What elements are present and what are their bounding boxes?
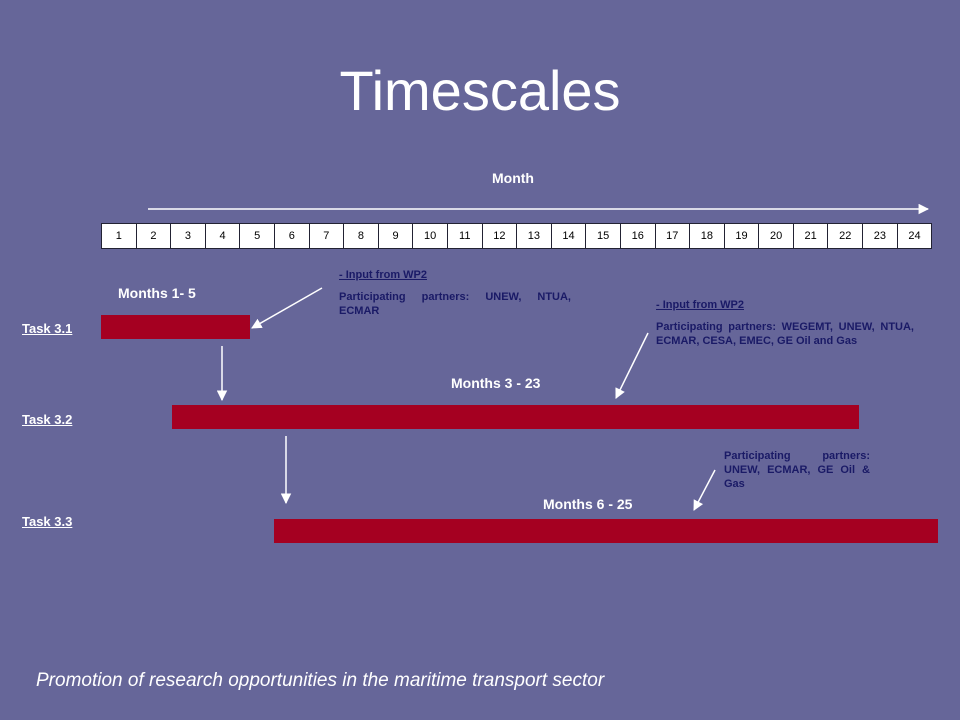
month-cell: 5 [239,223,275,249]
task-3-2-note: - Input from WP2 Participating partners:… [656,298,914,348]
month-cell: 8 [343,223,379,249]
task-3-3-bar [274,519,938,543]
task-3-1-label[interactable]: Task 3.1 [22,321,73,336]
month-cell: 10 [412,223,448,249]
task-3-2-period: Months 3 - 23 [451,375,541,391]
month-cell: 20 [758,223,794,249]
month-cell: 9 [377,223,414,249]
month-cell: 13 [516,223,552,249]
task-3-3-partners: Participating partners: UNEW, ECMAR, GE … [724,450,870,490]
footer-caption: Promotion of research opportunities in t… [36,670,605,691]
month-cell: 2 [135,223,172,249]
task-3-2-input-link[interactable]: - Input from WP2 [656,299,744,311]
month-cell: 14 [550,223,587,249]
task-3-3-period: Months 6 - 25 [543,496,633,512]
note-to-task-3-3-arrow [693,469,716,511]
month-cell: 22 [827,223,864,249]
task-3-1-input-link[interactable]: - Input from WP2 [339,269,427,281]
month-cell: 15 [585,223,621,249]
month-cell: 7 [308,223,345,249]
month-axis-label: Month [492,170,534,186]
month-cell: 16 [619,223,656,249]
task-3-3-label[interactable]: Task 3.3 [22,514,73,529]
month-cell: 24 [896,223,933,249]
note-to-task-3-1-arrow [251,287,323,329]
month-cell: 17 [654,223,691,249]
month-cell: 23 [862,223,898,249]
task-3-1-period: Months 1- 5 [118,285,196,301]
note-to-task-3-2-arrow [615,332,649,399]
task-3-2-bar [172,405,859,429]
month-cell: 4 [204,223,241,249]
task-3-2-label[interactable]: Task 3.2 [22,412,73,427]
month-cell: 21 [792,223,829,249]
task-3-1-bar [101,315,250,339]
task-3-3-note: Participating partners: UNEW, ECMAR, GE … [724,449,870,491]
month-cell: 1 [101,223,137,249]
task-3-2-partners: Participating partners: WEGEMT, UNEW, NT… [656,321,914,347]
month-cell: 3 [170,223,206,249]
month-cell: 6 [273,223,310,249]
task-3-1-note: - Input from WP2 Participating partners:… [339,268,571,318]
month-cell: 18 [689,223,725,249]
month-cell: 19 [723,223,760,249]
slide-title: Timescales [339,59,621,122]
month-cell: 11 [446,223,483,249]
month-cell: 12 [481,223,518,249]
task-3-1-partners: Participating partners: UNEW, NTUA, ECMA… [339,291,571,317]
